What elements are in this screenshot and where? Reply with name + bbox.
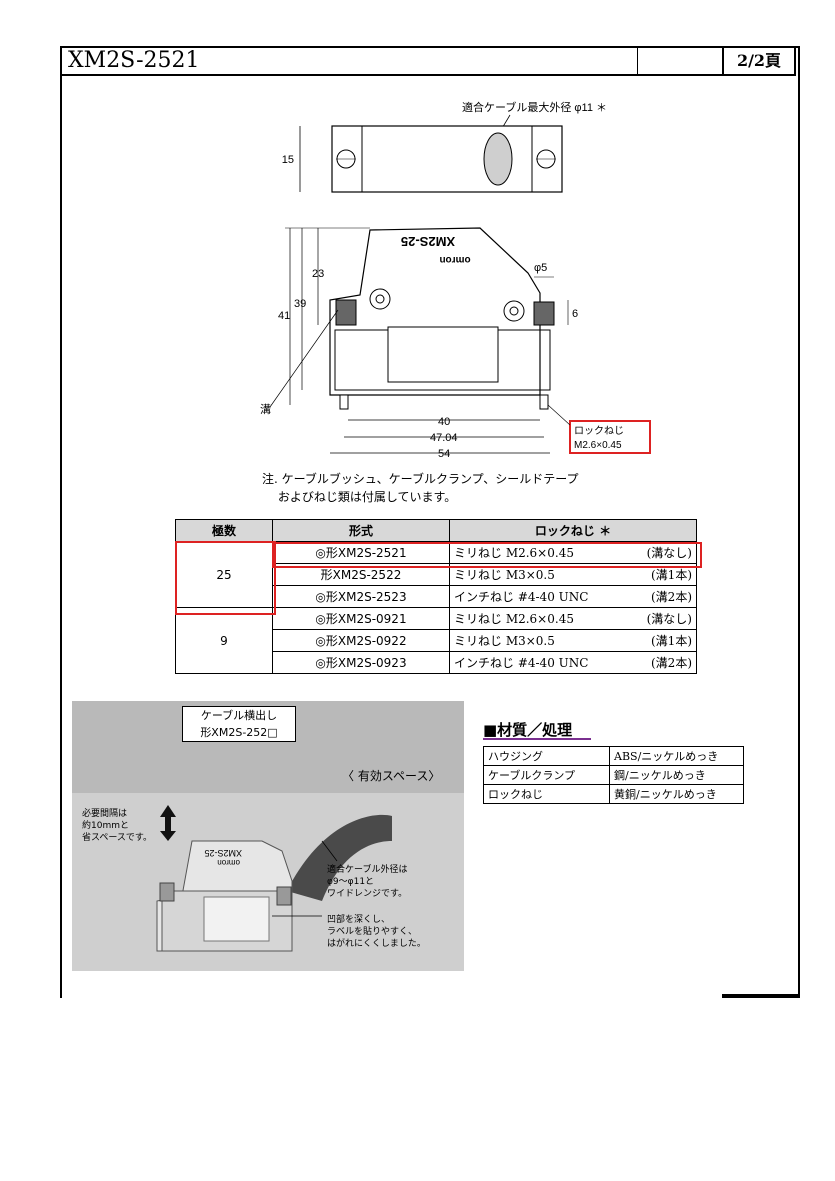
groove-cell: (溝2本) [651,656,692,670]
spacing-note: 必要間隔は 約10mmと 省スペースです。 [82,809,153,843]
table-row: ハウジング ABS/ニッケルめっき [483,746,744,766]
material-cell: 黄銅/ニッケルめっき [609,784,744,804]
table-row: 25 ◎形XM2S-2521 ミリねじ M2.6×0.45(溝なし) [175,541,697,608]
photo-callout: ケーブル横出し 形XM2S-252□ [182,706,296,742]
material-cell: 鋼/ニッケルめっき [609,765,744,785]
col-model: 形式 [272,519,450,542]
table-row: 9 ◎形XM2S-0921 ミリねじ M2.6×0.45 (溝なし) [175,607,697,674]
groove-cell: (溝なし) [646,612,692,626]
svg-text:6: 6 [572,308,578,320]
groove-cell: (溝2本) [651,590,692,604]
svg-text:54: 54 [438,448,450,460]
groove-cell: (溝なし) [646,546,692,560]
svg-text:φ5: φ5 [534,262,547,274]
document-title: XM2S-2521 [62,48,638,74]
top-view-body [331,125,563,193]
svg-text:41: 41 [278,310,290,322]
part-cell: ロックねじ [483,784,610,804]
screw-cell: インチねじ #4-40 UNC [454,590,589,604]
col-poles: 極数 [175,519,273,542]
model-cell: 形XM2S-2522 [272,563,450,586]
table-row: ◎形XM2S-0922 ミリねじ M3×0.5 (溝1本) [176,629,697,652]
accessory-note: 注. ケーブルブッシュ、ケーブルクランプ、シールドテープ およびねじ類は付属して… [262,472,579,504]
dimension-drawing: 適合ケーブル最大外径 φ11 ＊ 15 XM2S-25 omron 41 39 … [260,100,651,460]
svg-text:M2.6×0.45: M2.6×0.45 [574,440,622,451]
cable-outlet [483,132,513,186]
svg-text:47.04: 47.04 [430,432,458,444]
groove-cell: (溝1本) [651,568,692,582]
lock-screw-right [533,301,555,326]
screw-cell: インチねじ #4-40 UNC [454,656,589,670]
table-row: ロックねじ 黄銅/ニッケルめっき [483,784,744,804]
model-cell: ◎形XM2S-0923 [272,651,450,674]
svg-text:40: 40 [438,416,450,428]
svg-text:15: 15 [282,154,294,166]
svg-text:溝: 溝 [260,403,271,416]
svg-text:omron: omron [217,858,240,867]
part-cell: ケーブルクランプ [483,765,610,785]
page-header: XM2S-2521 2/2頁 [60,46,796,76]
page-number: 2/2頁 [736,51,782,70]
spec-table: 極数 形式 ロックねじ ＊ 25 ◎形XM2S-2521 ミリねじ M2.6×0… [175,519,697,674]
screw-cell: ミリねじ M3×0.5 [454,634,555,648]
screw-cell: ミリねじ M2.6×0.45 [454,546,574,560]
materials-table: ハウジング ABS/ニッケルめっき ケーブルクランプ 鋼/ニッケルめっき ロック… [483,746,744,804]
label-recess-note: 凹部を深くし、 ラベルを貼りやすく、 はがれにくくしました。 [327,915,426,949]
svg-text:omron: omron [439,254,470,265]
groove-cell: (溝1本) [651,634,692,648]
max-cable-callout: 適合ケーブル最大外径 φ11 ＊ [462,100,607,114]
cable-shape [287,814,392,901]
highlight-row-2521 [272,542,702,568]
header-blank-cell [638,48,724,74]
svg-text:XM2S-25: XM2S-25 [204,848,242,858]
svg-text:ロックねじ: ロックねじ [574,425,624,437]
effective-space-label: 〈 有効スペース〉 [342,769,441,783]
lock-screw-left [335,299,357,326]
lock-screw-callout-box [569,420,651,454]
label-area [203,896,270,942]
model-cell: ◎形XM2S-2523 [272,585,450,608]
materials-title-underline [483,738,591,740]
materials-title: ■材質／処理 [483,721,573,739]
col-lock-screw: ロックねじ ＊ [449,519,697,542]
connector-illustration: XM2S-25 omron [156,805,392,952]
part-cell: ハウジング [483,746,610,766]
poles-cell: 9 [175,607,273,674]
material-cell: ABS/ニッケルめっき [609,746,744,766]
model-cell: ◎形XM2S-0922 [272,629,450,652]
screw-cell: ミリねじ M3×0.5 [454,568,555,582]
table-row: ◎形XM2S-2523 インチねじ #4-40 UNC (溝2本) [176,585,697,608]
svg-text:XM2S-25: XM2S-25 [401,234,455,249]
label-recess [387,326,499,383]
svg-text:23: 23 [312,268,324,280]
model-cell: ◎形XM2S-0921 [272,607,450,630]
bottom-rule [722,994,798,998]
screw-cell: ミリねじ M2.6×0.45 [454,612,574,626]
table-row: ケーブルクランプ 鋼/ニッケルめっき [483,765,744,785]
highlight-poles-25 [175,541,276,615]
cable-range-note: 適合ケーブル外径は φ9〜φ11と ワイドレンジです。 [327,865,408,899]
svg-text:39: 39 [294,298,306,310]
table-row: ◎形XM2S-0923 インチねじ #4-40 UNC (溝2本) [176,651,697,674]
product-photo-panel: ケーブル横出し 形XM2S-252□ 〈 有効スペース〉 XM2S-25 omr… [72,701,464,971]
